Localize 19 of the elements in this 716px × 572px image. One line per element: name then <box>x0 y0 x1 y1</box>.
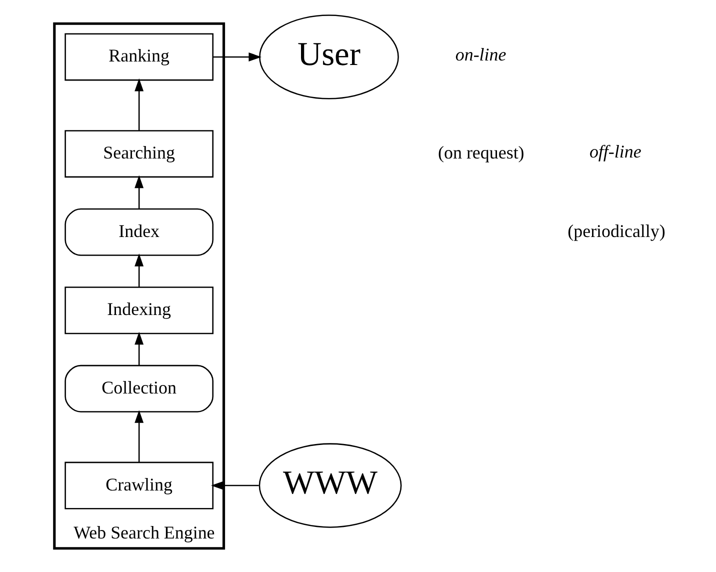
label: on-line <box>454 44 506 64</box>
label: (on request) <box>438 142 524 163</box>
node-box: Crawling <box>64 462 213 510</box>
arrow <box>134 410 144 462</box>
node-box: Searching <box>64 130 213 178</box>
arrow <box>212 52 262 62</box>
node-ellipse: User <box>258 14 398 100</box>
node-ellipse: WWW <box>258 443 402 528</box>
label: off-line <box>588 141 641 162</box>
arrow <box>134 175 144 209</box>
arrow <box>210 481 258 490</box>
node-box: Indexing <box>64 286 213 334</box>
node-box: Index <box>64 208 213 256</box>
arrow <box>134 254 144 288</box>
arrow <box>134 78 144 131</box>
node-box: Collection <box>64 364 213 412</box>
node-box: Ranking <box>64 33 213 81</box>
arrow <box>134 332 144 366</box>
label: (periodically) <box>567 220 665 241</box>
